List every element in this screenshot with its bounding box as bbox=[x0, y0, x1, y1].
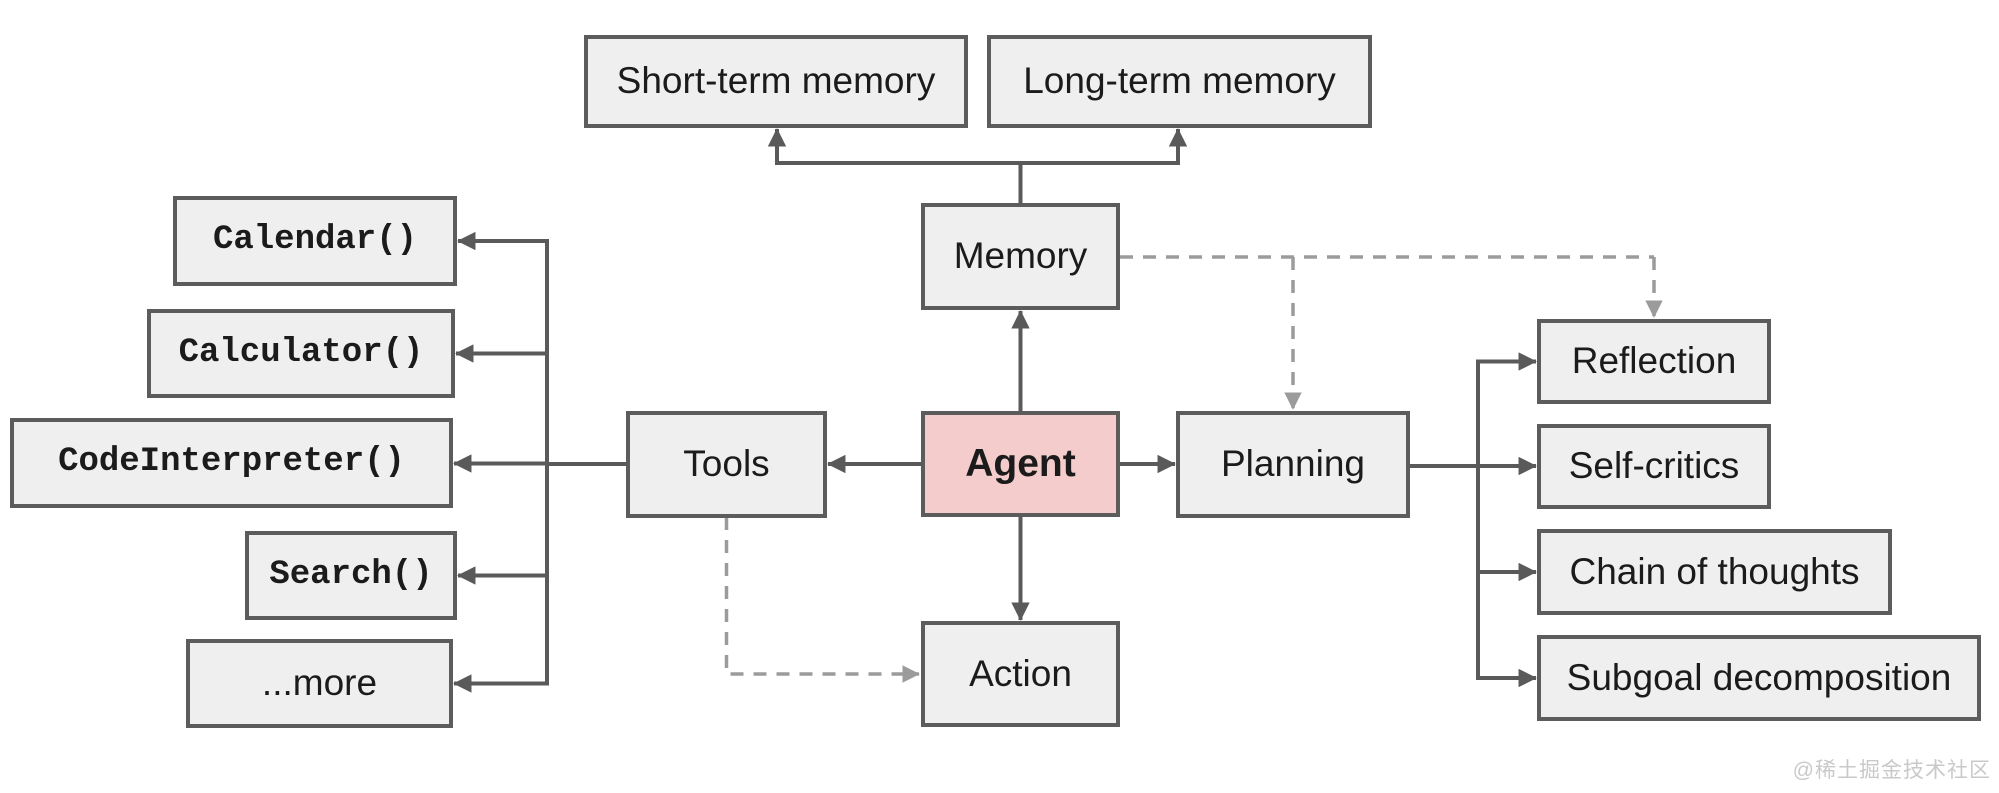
node-more-label: ...more bbox=[261, 662, 378, 704]
node-chain-of-thoughts: Chain of thoughts bbox=[1537, 529, 1892, 615]
node-reflection: Reflection bbox=[1537, 319, 1771, 404]
node-action-label: Action bbox=[969, 652, 1072, 694]
edge-tools-rail bbox=[545, 239, 628, 686]
node-memory: Memory bbox=[921, 203, 1120, 310]
node-agent: Agent bbox=[921, 411, 1120, 517]
node-short-term-memory-label: Short-term memory bbox=[616, 60, 936, 102]
node-more: ...more bbox=[186, 639, 453, 728]
node-reflection-label: Reflection bbox=[1571, 340, 1737, 382]
node-short-term-memory: Short-term memory bbox=[584, 35, 968, 128]
node-planning-label: Planning bbox=[1220, 443, 1365, 485]
node-tools: Tools bbox=[626, 411, 827, 518]
node-code-interpreter-label: CodeInterpreter() bbox=[58, 443, 405, 482]
node-long-term-memory-label: Long-term memory bbox=[1023, 60, 1336, 102]
node-code-interpreter: CodeInterpreter() bbox=[10, 418, 453, 508]
node-chain-of-thoughts-label: Chain of thoughts bbox=[1569, 550, 1860, 592]
node-action: Action bbox=[921, 621, 1120, 727]
node-memory-label: Memory bbox=[953, 235, 1088, 277]
node-subgoal-decomposition-label: Subgoal decomposition bbox=[1566, 656, 1952, 698]
node-self-critics: Self-critics bbox=[1537, 424, 1771, 509]
node-calculator-label: Calculator() bbox=[178, 333, 424, 372]
node-planning: Planning bbox=[1176, 411, 1410, 518]
node-calendar: Calendar() bbox=[173, 196, 457, 286]
edge-memory-fork bbox=[775, 161, 1180, 205]
edge-tools-action-dashed bbox=[724, 517, 920, 683]
node-tools-label: Tools bbox=[683, 443, 770, 485]
node-self-critics-label: Self-critics bbox=[1568, 445, 1740, 487]
node-agent-label: Agent bbox=[965, 441, 1076, 485]
node-calendar-label: Calendar() bbox=[212, 221, 418, 260]
node-search-label: Search() bbox=[269, 555, 433, 594]
node-subgoal-decomposition: Subgoal decomposition bbox=[1537, 635, 1981, 721]
node-calculator: Calculator() bbox=[147, 309, 455, 398]
node-long-term-memory: Long-term memory bbox=[987, 35, 1372, 128]
watermark: @稀土掘金技术社区 bbox=[1792, 759, 1991, 782]
node-search: Search() bbox=[245, 531, 457, 620]
